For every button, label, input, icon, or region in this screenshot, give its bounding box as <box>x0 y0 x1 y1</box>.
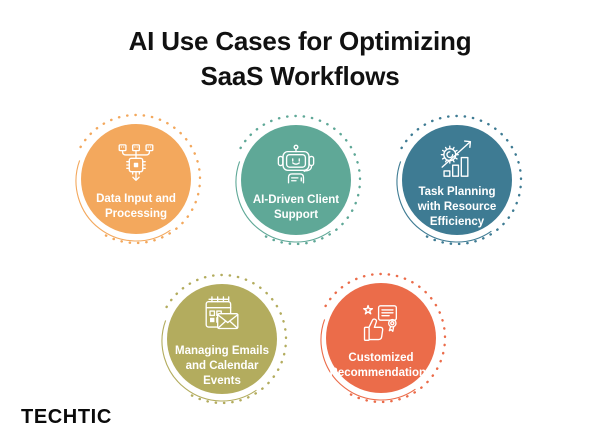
thin-arc <box>235 161 331 243</box>
page-title-line: AI Use Cases for Optimizing <box>128 26 472 56</box>
bubble-label-line: Managing Emails <box>175 345 269 357</box>
bubble-label: Customized Recommendations <box>329 351 433 381</box>
usecase-bubble-task-planning: Task Planning with Resource Efficiency <box>377 100 537 260</box>
bubble-label: Data Input and Processing <box>84 192 188 222</box>
bubble-content: Customized Recommendations <box>326 283 436 393</box>
page-title-line: SaaS Workflows <box>200 61 400 91</box>
usecase-bubble-ai-client-support: AI-Driven Client Support <box>216 100 376 260</box>
bubble-label-line: Events <box>203 375 241 387</box>
usecase-bubble-customized-recommendations: Customized Recommendations <box>301 258 461 418</box>
thumbs-up-certificate-icon <box>363 304 398 341</box>
thin-arc <box>320 319 416 401</box>
dotted-arc <box>79 113 202 245</box>
bubble-content: Task Planning with Resource Efficiency <box>402 125 512 235</box>
bubble-content: AI-Driven Client Support <box>241 125 351 235</box>
bubble-label-line: and Calendar <box>185 360 259 372</box>
bubble-label-line: Support <box>273 208 319 221</box>
usecase-bubble-emails-calendar: Managing Emails and Calendar Events <box>142 259 302 419</box>
bubble-content: Managing Emails and Calendar Events <box>167 284 277 394</box>
support-robot-icon <box>277 144 315 183</box>
bubble-label-line: with Resource <box>417 201 497 213</box>
circle-decoration <box>396 114 523 246</box>
bubble-label: Task Planning with Resource Efficiency <box>405 185 509 230</box>
bubble-label-line: Data Input and <box>96 192 176 205</box>
thin-arc <box>161 320 257 402</box>
bubble-label-line: AI-Driven Client <box>252 193 340 206</box>
bubble-label-line: Processing <box>105 207 167 220</box>
thin-arc <box>396 161 492 243</box>
bubble-label-line: Customized <box>348 351 414 364</box>
calendar-mail-icon <box>205 296 239 330</box>
dotted-arc <box>324 272 447 404</box>
data-merge-chip-icon <box>118 143 154 181</box>
dotted-arc <box>239 114 362 246</box>
dotted-arc <box>165 273 288 405</box>
bubble-circle <box>402 125 512 235</box>
bubble-label-line: Efficiency <box>429 216 485 228</box>
bubble-label: Managing Emails and Calendar Events <box>170 344 274 389</box>
thin-arc <box>75 160 171 242</box>
usecase-bubble-data-input-processing: Data Input and Processing <box>56 99 216 259</box>
gear-growth-chart-icon <box>440 140 472 177</box>
page-title: AI Use Cases for Optimizing SaaS Workflo… <box>0 24 600 94</box>
bubble-content: Data Input and Processing <box>81 124 191 234</box>
bubble-label-line: Recommendations <box>329 366 433 379</box>
bubble-label-line: Task Planning <box>418 186 496 198</box>
techtic-logo: TECHTIC <box>21 406 112 428</box>
dotted-arc <box>400 114 523 246</box>
circle-decoration <box>161 273 288 405</box>
bubble-circle <box>167 284 277 394</box>
bubble-label: AI-Driven Client Support <box>244 193 348 223</box>
